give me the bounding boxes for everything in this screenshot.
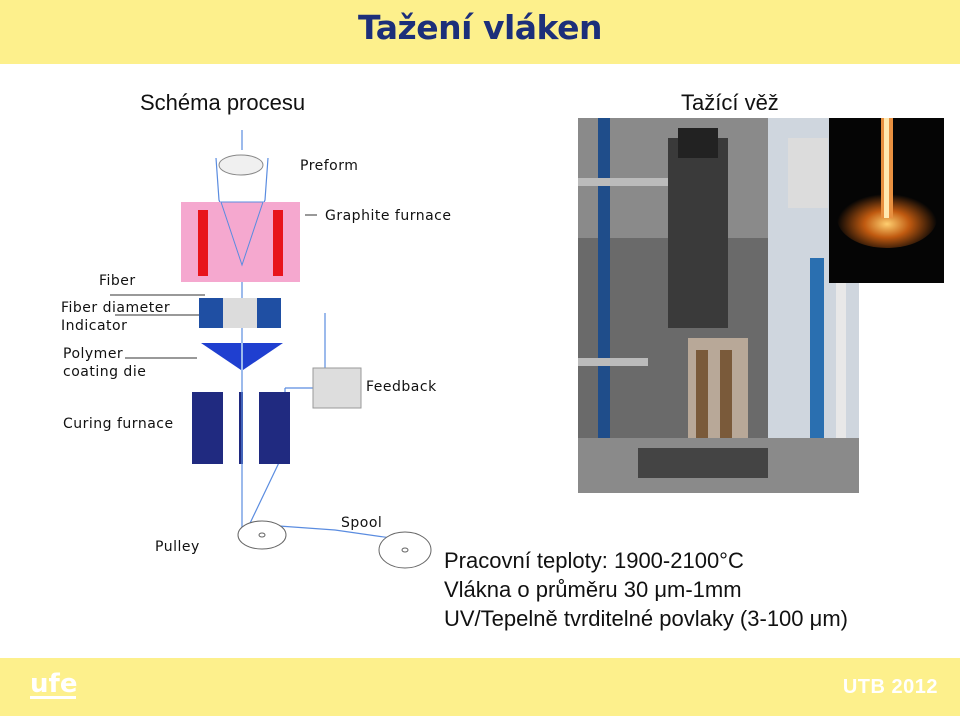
- header-bar: [0, 0, 960, 64]
- spool-shape: [378, 531, 432, 569]
- info-line-coating: UV/Tepelně tvrditelné povlaky (3-100 μm): [444, 606, 848, 631]
- label-curing-furnace: Curing furnace: [63, 416, 174, 432]
- slide-title: Tažení vláken: [358, 8, 602, 47]
- label-polymer: Polymer: [63, 346, 124, 362]
- drawing-tower-photo-graphics: [578, 118, 859, 493]
- preform-shape: [218, 154, 264, 176]
- furnace-glow-photo: [829, 118, 944, 283]
- preform-cone: [220, 201, 264, 267]
- info-line-diameter: Vlákna o průměru 30 μm-1mm: [444, 577, 742, 602]
- label-preform: Preform: [300, 158, 359, 174]
- drawing-tower-heading: Tažící věž: [681, 90, 779, 115]
- heater-right: [273, 210, 283, 276]
- label-feedback: Feedback: [366, 379, 437, 395]
- drawing-tower-photo: [578, 118, 859, 493]
- label-pulley: Pulley: [155, 539, 200, 555]
- label-spool: Spool: [341, 515, 383, 531]
- curing-furnace-gap-right: [243, 392, 259, 464]
- pulley-shape: [237, 520, 287, 550]
- process-diagram-graphics: [110, 130, 432, 569]
- coating-die-right: [243, 343, 283, 370]
- label-graphite-furnace: Graphite furnace: [325, 208, 452, 224]
- curing-furnace-gap-left: [223, 392, 239, 464]
- footer-bar: [0, 658, 960, 716]
- ufe-logo: ufe: [30, 664, 80, 709]
- label-indicator: Indicator: [61, 318, 128, 334]
- label-fiber: Fiber: [99, 273, 136, 289]
- process-diagram: Preform Graphite furnace Fiber Fiber dia…: [55, 130, 505, 570]
- feedback-box: [312, 367, 362, 409]
- furnace-glow-graphics: [829, 118, 944, 283]
- label-fiber-diameter: Fiber diameter: [61, 300, 171, 316]
- process-schema-heading: Schéma procesu: [140, 90, 306, 115]
- svg-text:ufe: ufe: [30, 669, 77, 699]
- fiber-path: [215, 130, 406, 541]
- label-coating-die: coating die: [63, 364, 147, 380]
- heater-left: [198, 210, 208, 276]
- ufe-logo-icon: ufe: [30, 669, 77, 699]
- curing-furnace: [192, 392, 290, 464]
- info-line-temperature: Pracovní teploty: 1900-2100°C: [444, 548, 744, 573]
- diameter-indicator-window: [223, 298, 257, 328]
- footer-label: UTB 2012: [842, 676, 938, 698]
- info-text: Pracovní teploty: 1900-2100°C Vlákna o p…: [444, 546, 848, 633]
- coating-die-left: [201, 343, 241, 370]
